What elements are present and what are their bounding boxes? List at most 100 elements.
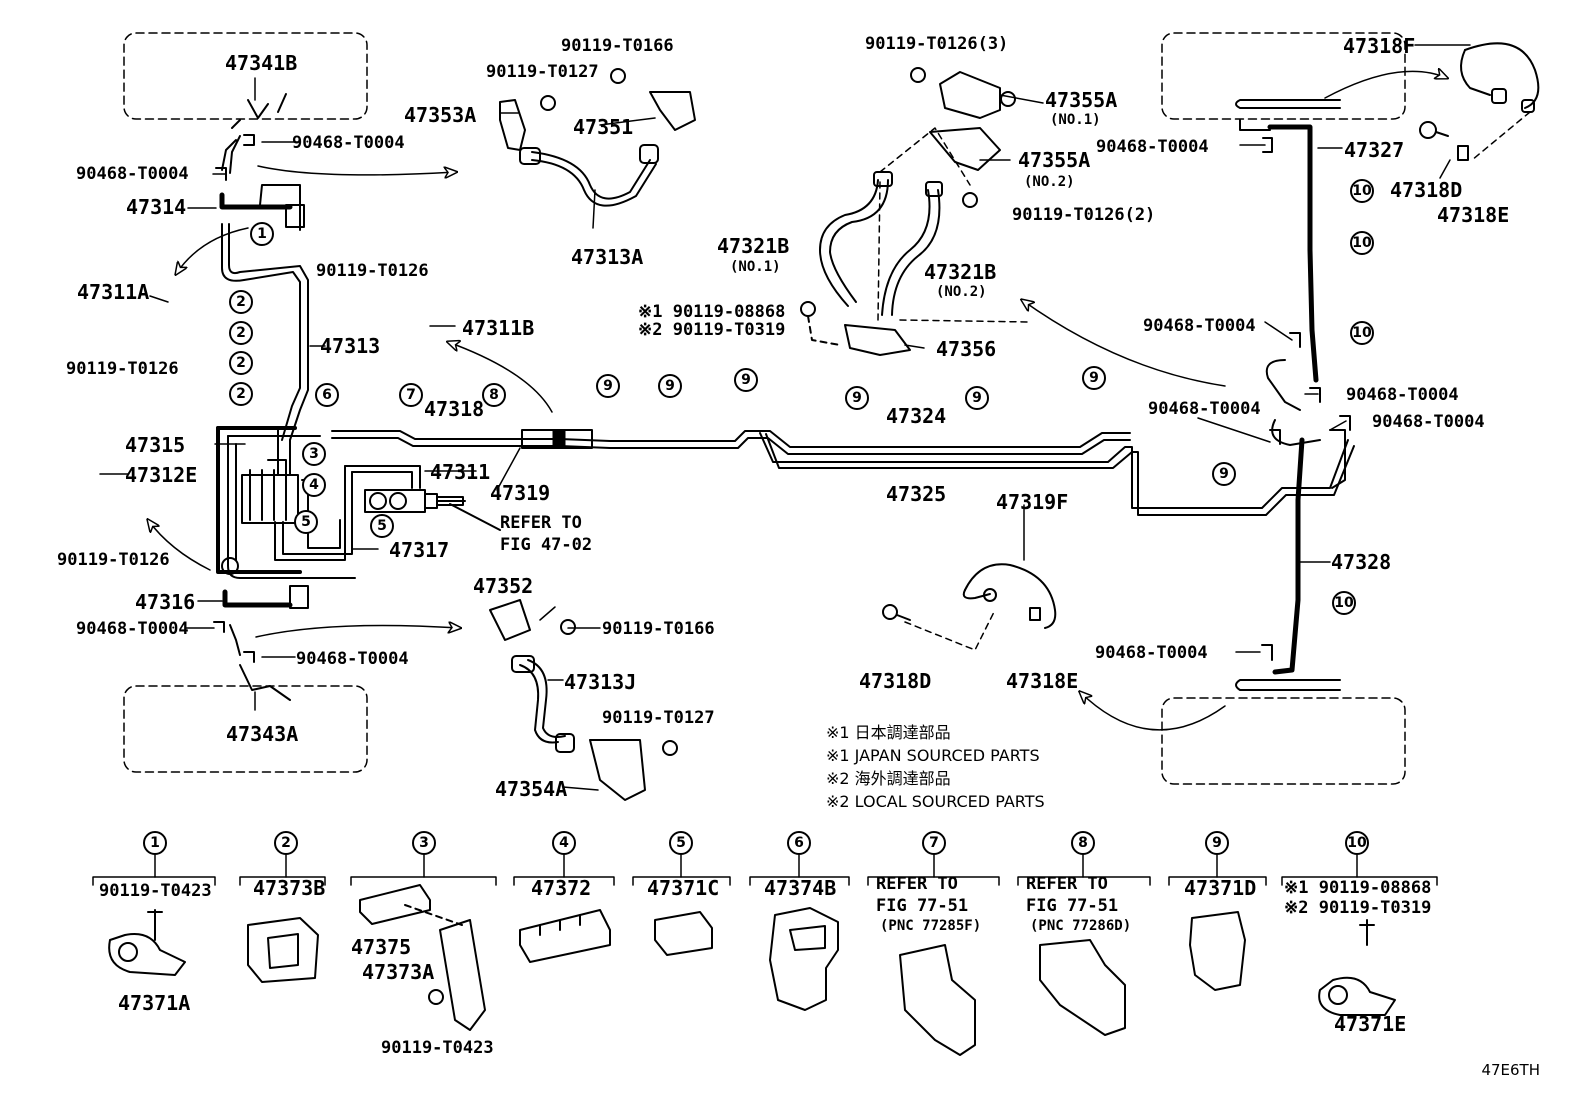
hose-47321B-2 xyxy=(881,181,943,316)
callout-47312E: 47312E xyxy=(125,463,198,487)
proportioning-valve xyxy=(364,489,501,531)
callout-90119-T0126: 90119-T0126 xyxy=(316,261,429,281)
legend-7-part: FIG 77-51 xyxy=(876,896,969,916)
ref-circle-2: 2 xyxy=(229,382,253,406)
legend-circle-3: 3 xyxy=(412,831,436,855)
abs-actuator xyxy=(221,429,299,575)
callout-47341B: 47341B xyxy=(225,51,298,75)
callout-no2: (NO.2) xyxy=(1024,174,1075,190)
callout-47318: 47318 xyxy=(424,397,485,421)
legend-1-part: 90119-T0423 xyxy=(99,881,212,901)
callout-47311B: 47311B xyxy=(462,316,535,340)
leader-lines xyxy=(99,44,1471,791)
legend-6-part: 47374B xyxy=(764,876,837,900)
line-47313 xyxy=(221,223,309,441)
legend-circle-8: 8 xyxy=(1071,831,1095,855)
legend-10-part: ※2 90119-T0319 xyxy=(1284,898,1432,918)
ref-circle-2: 2 xyxy=(229,321,253,345)
legend-circle-10: 10 xyxy=(1345,831,1369,855)
callout-47355A-no2: 47355A xyxy=(1018,148,1091,172)
ref-circle-10: 10 xyxy=(1350,321,1374,345)
callout-90468-T0004: 90468-T0004 xyxy=(76,619,189,639)
callout-90119-T0166: 90119-T0166 xyxy=(602,619,715,639)
ref-circle-5: 5 xyxy=(294,510,318,534)
legend-circle-2: 2 xyxy=(274,831,298,855)
callout-47317: 47317 xyxy=(389,538,450,562)
callout-refer-to: REFER TO xyxy=(500,513,582,533)
legend-circle-7: 7 xyxy=(922,831,946,855)
legend-1-part: 47371A xyxy=(118,991,191,1015)
line-47315 xyxy=(216,426,302,574)
callout-90119-T0126-2: 90119-T0126(2) xyxy=(1012,205,1156,225)
callout-no2: (NO.2) xyxy=(936,284,987,300)
callout-47316: 47316 xyxy=(135,590,196,614)
callout-47313: 47313 xyxy=(320,334,381,358)
callout-47318E: 47318E xyxy=(1437,203,1510,227)
legend-8-part: REFER TO xyxy=(1026,874,1108,894)
dashed-box-top-left xyxy=(123,32,1406,785)
callout-90119-08868: ※1 90119-08868 xyxy=(638,302,786,322)
line-47327 xyxy=(1267,124,1319,383)
callout-90468-T0004: 90468-T0004 xyxy=(76,164,189,184)
main-brake-line-lower xyxy=(759,432,1355,516)
clip-90468-T0004 xyxy=(213,134,1351,663)
ref-circle-9: 9 xyxy=(845,386,869,410)
legend-3-part: 47375 xyxy=(351,935,412,959)
callout-47314: 47314 xyxy=(126,195,187,219)
callout-47318F: 47318F xyxy=(1343,34,1416,58)
hose-47318F xyxy=(1460,42,1540,113)
callout-47354A: 47354A xyxy=(495,777,568,801)
callout-47311: 47311 xyxy=(430,460,491,484)
line-47328 xyxy=(1272,437,1305,675)
legend-3-part: 90119-T0423 xyxy=(381,1038,494,1058)
ref-circle-9: 9 xyxy=(596,374,620,398)
callout-47324: 47324 xyxy=(886,404,947,428)
legend-circle-5: 5 xyxy=(669,831,693,855)
callout-90468-T0004: 90468-T0004 xyxy=(292,133,405,153)
legend-2-part: 47373B xyxy=(253,876,326,900)
legend-brackets xyxy=(92,854,1438,886)
hose-47321B-1 xyxy=(819,171,893,307)
legend-circle-6: 6 xyxy=(787,831,811,855)
callout-47315: 47315 xyxy=(125,433,186,457)
legend-9-part: 47371D xyxy=(1184,876,1257,900)
callout-90468-T0004: 90468-T0004 xyxy=(1148,399,1261,419)
note-local-en: ※2 LOCAL SOURCED PARTS xyxy=(826,792,1045,811)
ref-circle-9: 9 xyxy=(1082,366,1106,390)
callout-47319F: 47319F xyxy=(996,490,1069,514)
ref-circle-6: 6 xyxy=(315,383,339,407)
callout-90468-T0004: 90468-T0004 xyxy=(296,649,409,669)
legend-3-part: 47373A xyxy=(362,960,435,984)
legend-8-part: FIG 77-51 xyxy=(1026,896,1119,916)
ref-circle-9: 9 xyxy=(1212,462,1236,486)
callout-47321B-no1: 47321B xyxy=(717,234,790,258)
callout-47328: 47328 xyxy=(1331,550,1392,574)
ref-circle-2: 2 xyxy=(229,290,253,314)
callout-90468-T0004: 90468-T0004 xyxy=(1143,316,1256,336)
ref-circle-1: 1 xyxy=(250,222,274,246)
callout-47353A: 47353A xyxy=(404,103,477,127)
callout-47351: 47351 xyxy=(573,115,634,139)
diagram-code: 47E6TH xyxy=(1481,1061,1540,1079)
ref-circle-9: 9 xyxy=(734,368,758,392)
callout-90119-T0126: 90119-T0126 xyxy=(66,359,179,379)
callout-90119-T0127: 90119-T0127 xyxy=(486,62,599,82)
hose-47313J xyxy=(489,599,678,801)
legend-circle-1: 1 xyxy=(143,831,167,855)
arrows xyxy=(148,71,1447,731)
ref-circle-2: 2 xyxy=(229,351,253,375)
note-japan-jp: ※1 日本調達部品 xyxy=(826,723,951,742)
bracket-47353A xyxy=(499,68,696,151)
callout-47343A: 47343A xyxy=(226,722,299,746)
ref-circle-8: 8 xyxy=(482,383,506,407)
callout-90119-T0126: 90119-T0126 xyxy=(57,550,170,570)
callout-47318D: 47318D xyxy=(1390,178,1463,202)
note-local-jp: ※2 海外調達部品 xyxy=(826,769,951,788)
legend-7-part: REFER TO xyxy=(876,874,958,894)
callout-47355A-no1: 47355A xyxy=(1045,88,1118,112)
callout-47327: 47327 xyxy=(1344,138,1405,162)
ref-circle-7: 7 xyxy=(399,383,423,407)
ref-circle-4: 4 xyxy=(302,473,326,497)
